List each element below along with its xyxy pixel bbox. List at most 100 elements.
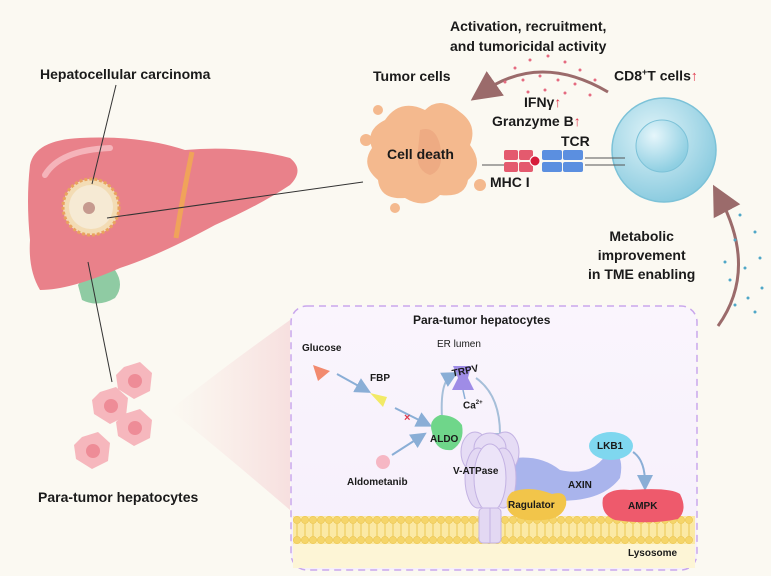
lipid-head [589, 536, 597, 544]
lipid-head [541, 536, 549, 544]
lipid-head [501, 516, 509, 524]
lipid-head [677, 516, 685, 524]
lipid-head [437, 516, 445, 524]
vatpase-complex [460, 431, 520, 544]
lipid-head [357, 536, 365, 544]
lipid-head [509, 516, 517, 524]
lipid-head [685, 536, 693, 544]
lipid-head [677, 536, 685, 544]
lipid-head [453, 536, 461, 544]
lipid-head [645, 536, 653, 544]
glucose-triangle [313, 365, 330, 381]
lipid-head [325, 536, 333, 544]
aldo-to-trpv-arrow [440, 372, 459, 419]
lipid-head [293, 536, 301, 544]
metabolic-arc-arrow [713, 184, 741, 327]
lipid-head [333, 536, 341, 544]
label-cell-death: Cell death [387, 146, 454, 162]
lipid-head [397, 516, 405, 524]
lipid-head [325, 516, 333, 524]
hepatocyte-cell [116, 362, 152, 399]
lipid-head [293, 516, 301, 524]
trpv-to-ca-arrow [462, 389, 466, 400]
lipid-head [405, 536, 413, 544]
lipid-head [605, 536, 613, 544]
label-granzyme: Granzyme B↑ [492, 113, 581, 129]
lipid-head [309, 536, 317, 544]
lipid-head [317, 516, 325, 524]
lipid-head [381, 516, 389, 524]
lipid-head [581, 516, 589, 524]
cytokine-dots [503, 54, 597, 97]
lipid-head [413, 536, 421, 544]
tcr-block [542, 150, 562, 160]
ampk-shape [602, 489, 684, 523]
trpv-inhibit-vatpase [475, 377, 501, 435]
metabolic-line-3: in TME enabling [588, 266, 696, 282]
label-glucose: Glucose [302, 343, 342, 354]
lipid-head [469, 536, 477, 544]
metabolic-dots [723, 213, 764, 314]
lipid-head [461, 536, 469, 544]
glucose-to-fbp-arrow [336, 373, 371, 393]
lipid-head [565, 516, 573, 524]
fbp-triangle [370, 393, 387, 407]
lipid-head [613, 536, 621, 544]
lipid-head [341, 536, 349, 544]
lipid-head [309, 516, 317, 524]
lipid-head [669, 536, 677, 544]
inset-title: Para-tumor hepatocytes [413, 313, 551, 327]
zoom-cone [170, 320, 290, 510]
mhc-block [504, 150, 518, 160]
lipid-head [461, 516, 469, 524]
axin-shape [495, 448, 622, 501]
hepatocyte-cell [74, 432, 110, 469]
cd8-suffix: T cells [647, 67, 691, 84]
label-er-lumen: ER lumen [437, 339, 481, 350]
label-tcr: TCR [561, 133, 590, 149]
cd8-sup: + [642, 67, 648, 77]
label-lkb1: LKB1 [597, 441, 624, 452]
up-arrow-icon: ↑ [554, 94, 562, 110]
lipid-head [429, 516, 437, 524]
metabolic-line-1: Metabolic [609, 228, 674, 244]
lipid-head [469, 516, 477, 524]
lipid-head [341, 516, 349, 524]
lipid-head [421, 516, 429, 524]
label-ca: Ca2+ [463, 400, 483, 411]
lipid-head [453, 516, 461, 524]
lipid-head [685, 516, 693, 524]
tumor-core [83, 202, 95, 214]
lipid-head [573, 536, 581, 544]
label-axin: AXIN [568, 480, 592, 491]
lipid-head [573, 516, 581, 524]
lipid-head [381, 536, 389, 544]
ifng-text: IFNγ [524, 94, 555, 110]
hepatocyte-cluster [74, 362, 152, 469]
label-ampk: AMPK [628, 501, 658, 512]
lipid-head [597, 536, 605, 544]
t-cell-nucleus [635, 119, 689, 173]
mhc-tcr-synapse [482, 150, 625, 172]
lipid-head [549, 536, 557, 544]
label-hcc: Hepatocellular carcinoma [40, 66, 211, 82]
lipid-head [509, 536, 517, 544]
up-arrow-icon: ↑ [690, 67, 698, 84]
hepatocyte-cell [116, 409, 152, 446]
label-vatpase: V-ATPase [453, 466, 499, 477]
hepatocyte-cell [92, 387, 128, 424]
ca-sup: 2+ [475, 400, 483, 406]
aldometanib-to-aldo-arrow [391, 432, 427, 456]
lipid-head [413, 516, 421, 524]
lipid-head [565, 536, 573, 544]
lipid-head [429, 536, 437, 544]
label-fbp: FBP [370, 373, 390, 384]
label-lysosome: Lysosome [628, 548, 678, 559]
activation-arc-arrow [470, 70, 609, 101]
label-aldo: ALDO [430, 434, 459, 445]
lipid-head [373, 536, 381, 544]
lipid-head [397, 536, 405, 544]
activation-line-2: and tumoricidal activity [450, 38, 607, 54]
lipid-head [373, 516, 381, 524]
block-mark: × [404, 412, 410, 424]
